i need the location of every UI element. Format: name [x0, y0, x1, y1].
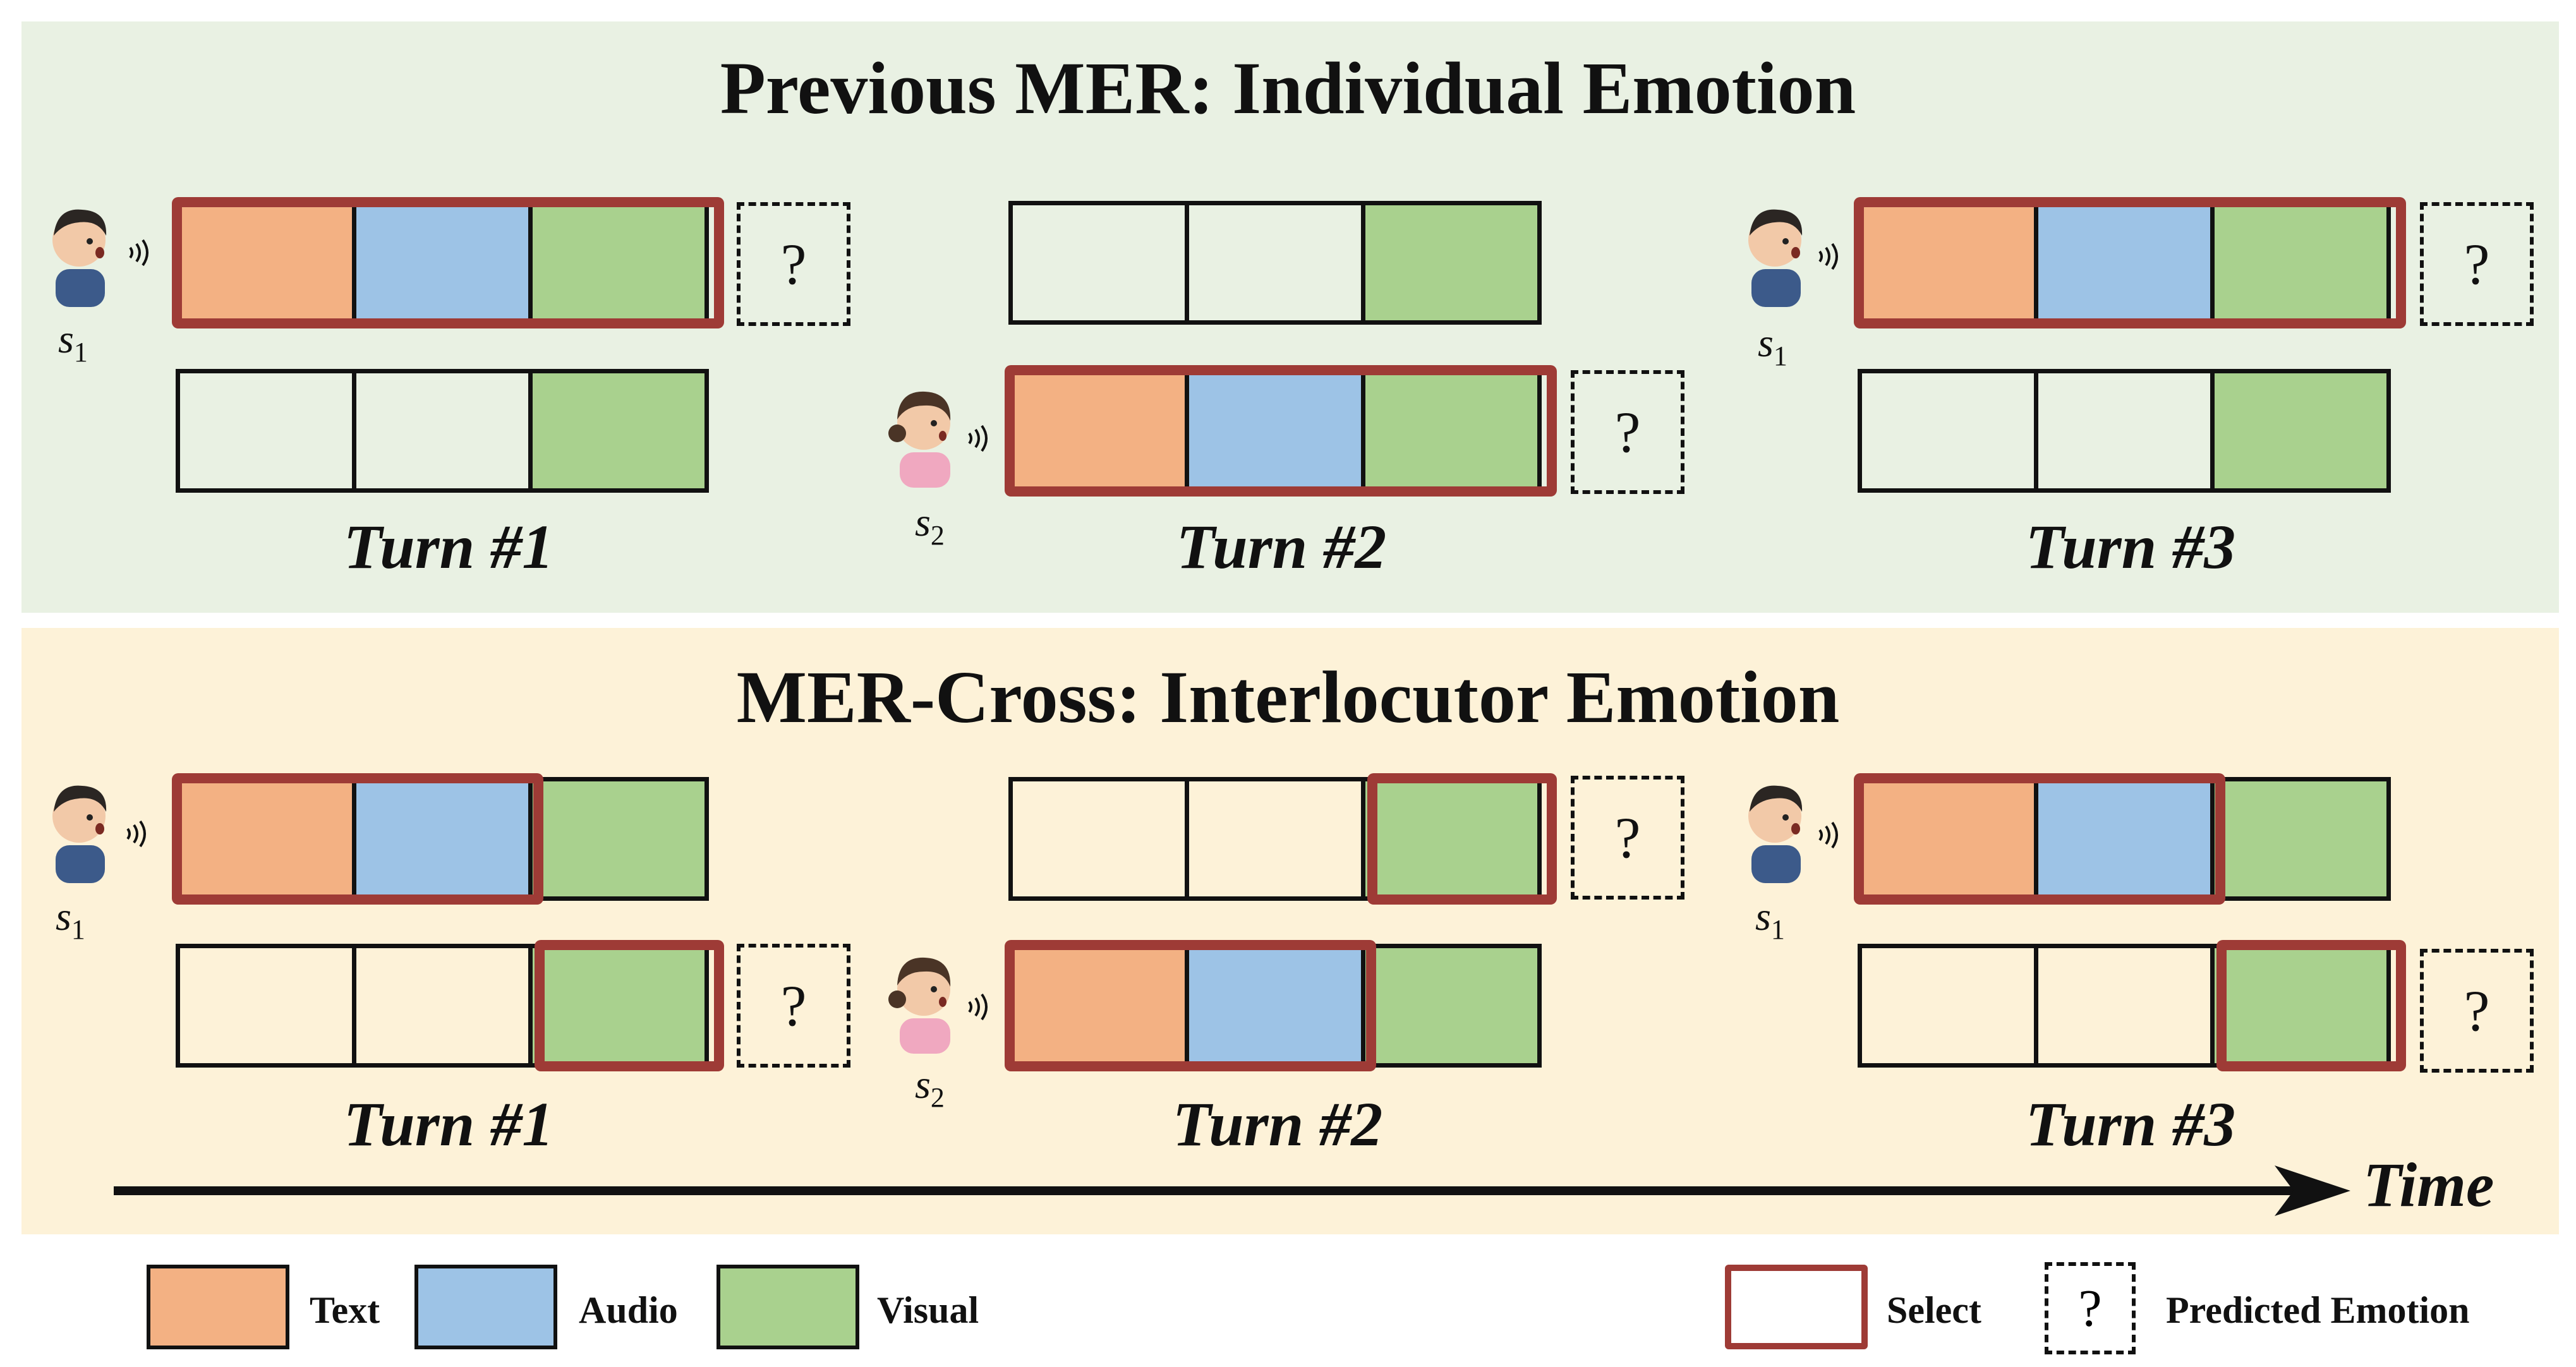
turn-label: Turn #2 — [1172, 1089, 1383, 1159]
selection-box — [172, 773, 543, 905]
empty-cell — [352, 944, 533, 1068]
legend-visual-swatch — [717, 1265, 859, 1349]
speaker-label-s1: s1 — [56, 894, 85, 945]
legend-select-label: Select — [1887, 1289, 1981, 1331]
boy-speaker-avatar — [1740, 201, 1816, 308]
predicted-emotion-box: ? — [1571, 776, 1684, 900]
modality-sequence-s1-turn2 — [1008, 201, 1542, 325]
empty-cell — [1185, 777, 1365, 901]
predicted-emotion-box: ? — [1571, 370, 1684, 494]
sound-waves-icon — [965, 988, 991, 1026]
legend-text-swatch — [147, 1265, 289, 1349]
empty-cell — [1185, 201, 1365, 325]
selection-box — [535, 940, 724, 1071]
selection-box — [2216, 940, 2406, 1071]
girl-speaker-avatar — [887, 382, 963, 489]
turn-label: Turn #1 — [343, 512, 554, 582]
turn-label: Turn #3 — [2025, 512, 2236, 582]
time-arrow-icon — [114, 1165, 2350, 1216]
legend-audio-label: Audio — [579, 1289, 678, 1331]
selection-box — [1005, 365, 1557, 497]
empty-cell — [1858, 369, 2038, 493]
legend-text-label: Text — [310, 1289, 380, 1331]
visual-cell — [1361, 944, 1542, 1068]
visual-cell — [1361, 369, 1542, 493]
legend-visual-label: Visual — [877, 1289, 979, 1331]
empty-cell — [176, 369, 356, 493]
panel-mer-cross — [21, 628, 2559, 1234]
modality-sequence-s1-turn1 — [176, 201, 709, 325]
boy-speaker-avatar — [44, 777, 120, 884]
visual-cell — [528, 777, 709, 901]
selection-box — [1854, 773, 2225, 905]
turn-label: Turn #1 — [343, 1089, 554, 1159]
visual-cell — [2210, 369, 2391, 493]
sound-waves-icon — [965, 419, 991, 457]
girl-speaker-avatar — [887, 948, 963, 1055]
empty-cell — [1008, 201, 1189, 325]
selection-box — [172, 197, 724, 328]
empty-cell — [352, 369, 533, 493]
sound-waves-icon — [124, 815, 149, 853]
visual-cell — [2210, 777, 2391, 901]
speaker-label-s2: s2 — [915, 500, 945, 551]
legend-audio-swatch — [414, 1265, 557, 1349]
speaker-label-s1: s1 — [1758, 320, 1787, 371]
modality-sequence-s1-turn1 — [176, 777, 709, 901]
empty-cell — [2034, 369, 2215, 493]
predicted-emotion-box: ? — [737, 944, 850, 1068]
selection-box — [1367, 773, 1557, 905]
visual-cell — [528, 369, 709, 493]
modality-sequence-s2-turn3 — [1858, 944, 2391, 1068]
legend-predicted-swatch: ? — [2045, 1262, 2136, 1354]
speaker-label-s1: s1 — [58, 316, 88, 368]
sound-waves-icon — [126, 234, 152, 272]
predicted-emotion-box: ? — [2420, 202, 2534, 326]
predicted-emotion-box: ? — [2420, 949, 2534, 1073]
modality-sequence-s2-turn1 — [176, 369, 709, 493]
visual-cell — [1361, 201, 1542, 325]
selection-box — [1005, 940, 1376, 1071]
empty-cell — [2034, 944, 2215, 1068]
legend-predicted-label: Predicted Emotion — [2166, 1289, 2470, 1331]
speaker-label-s1: s1 — [1755, 894, 1785, 945]
panel-title-mer-cross: MER-Cross: Interlocutor Emotion — [736, 656, 1840, 738]
boy-speaker-avatar — [1740, 777, 1816, 884]
boy-speaker-avatar — [44, 201, 120, 308]
turn-label: Turn #2 — [1176, 512, 1387, 582]
panel-title-previous-mer: Previous MER: Individual Emotion — [720, 47, 1856, 129]
sound-waves-icon — [1816, 238, 1841, 275]
sound-waves-icon — [1816, 816, 1841, 854]
modality-sequence-s2-turn3 — [1858, 369, 2391, 493]
legend-select-swatch — [1725, 1265, 1868, 1349]
modality-sequence-s2-turn2 — [1008, 369, 1542, 493]
empty-cell — [1858, 944, 2038, 1068]
time-label: Time — [2363, 1150, 2494, 1220]
predicted-emotion-box: ? — [737, 202, 850, 326]
empty-cell — [176, 944, 356, 1068]
selection-box — [1854, 197, 2406, 328]
empty-cell — [1008, 777, 1189, 901]
speaker-label-s2: s2 — [915, 1062, 945, 1113]
modality-sequence-s1-turn2 — [1008, 777, 1542, 901]
turn-label: Turn #3 — [2025, 1089, 2236, 1159]
